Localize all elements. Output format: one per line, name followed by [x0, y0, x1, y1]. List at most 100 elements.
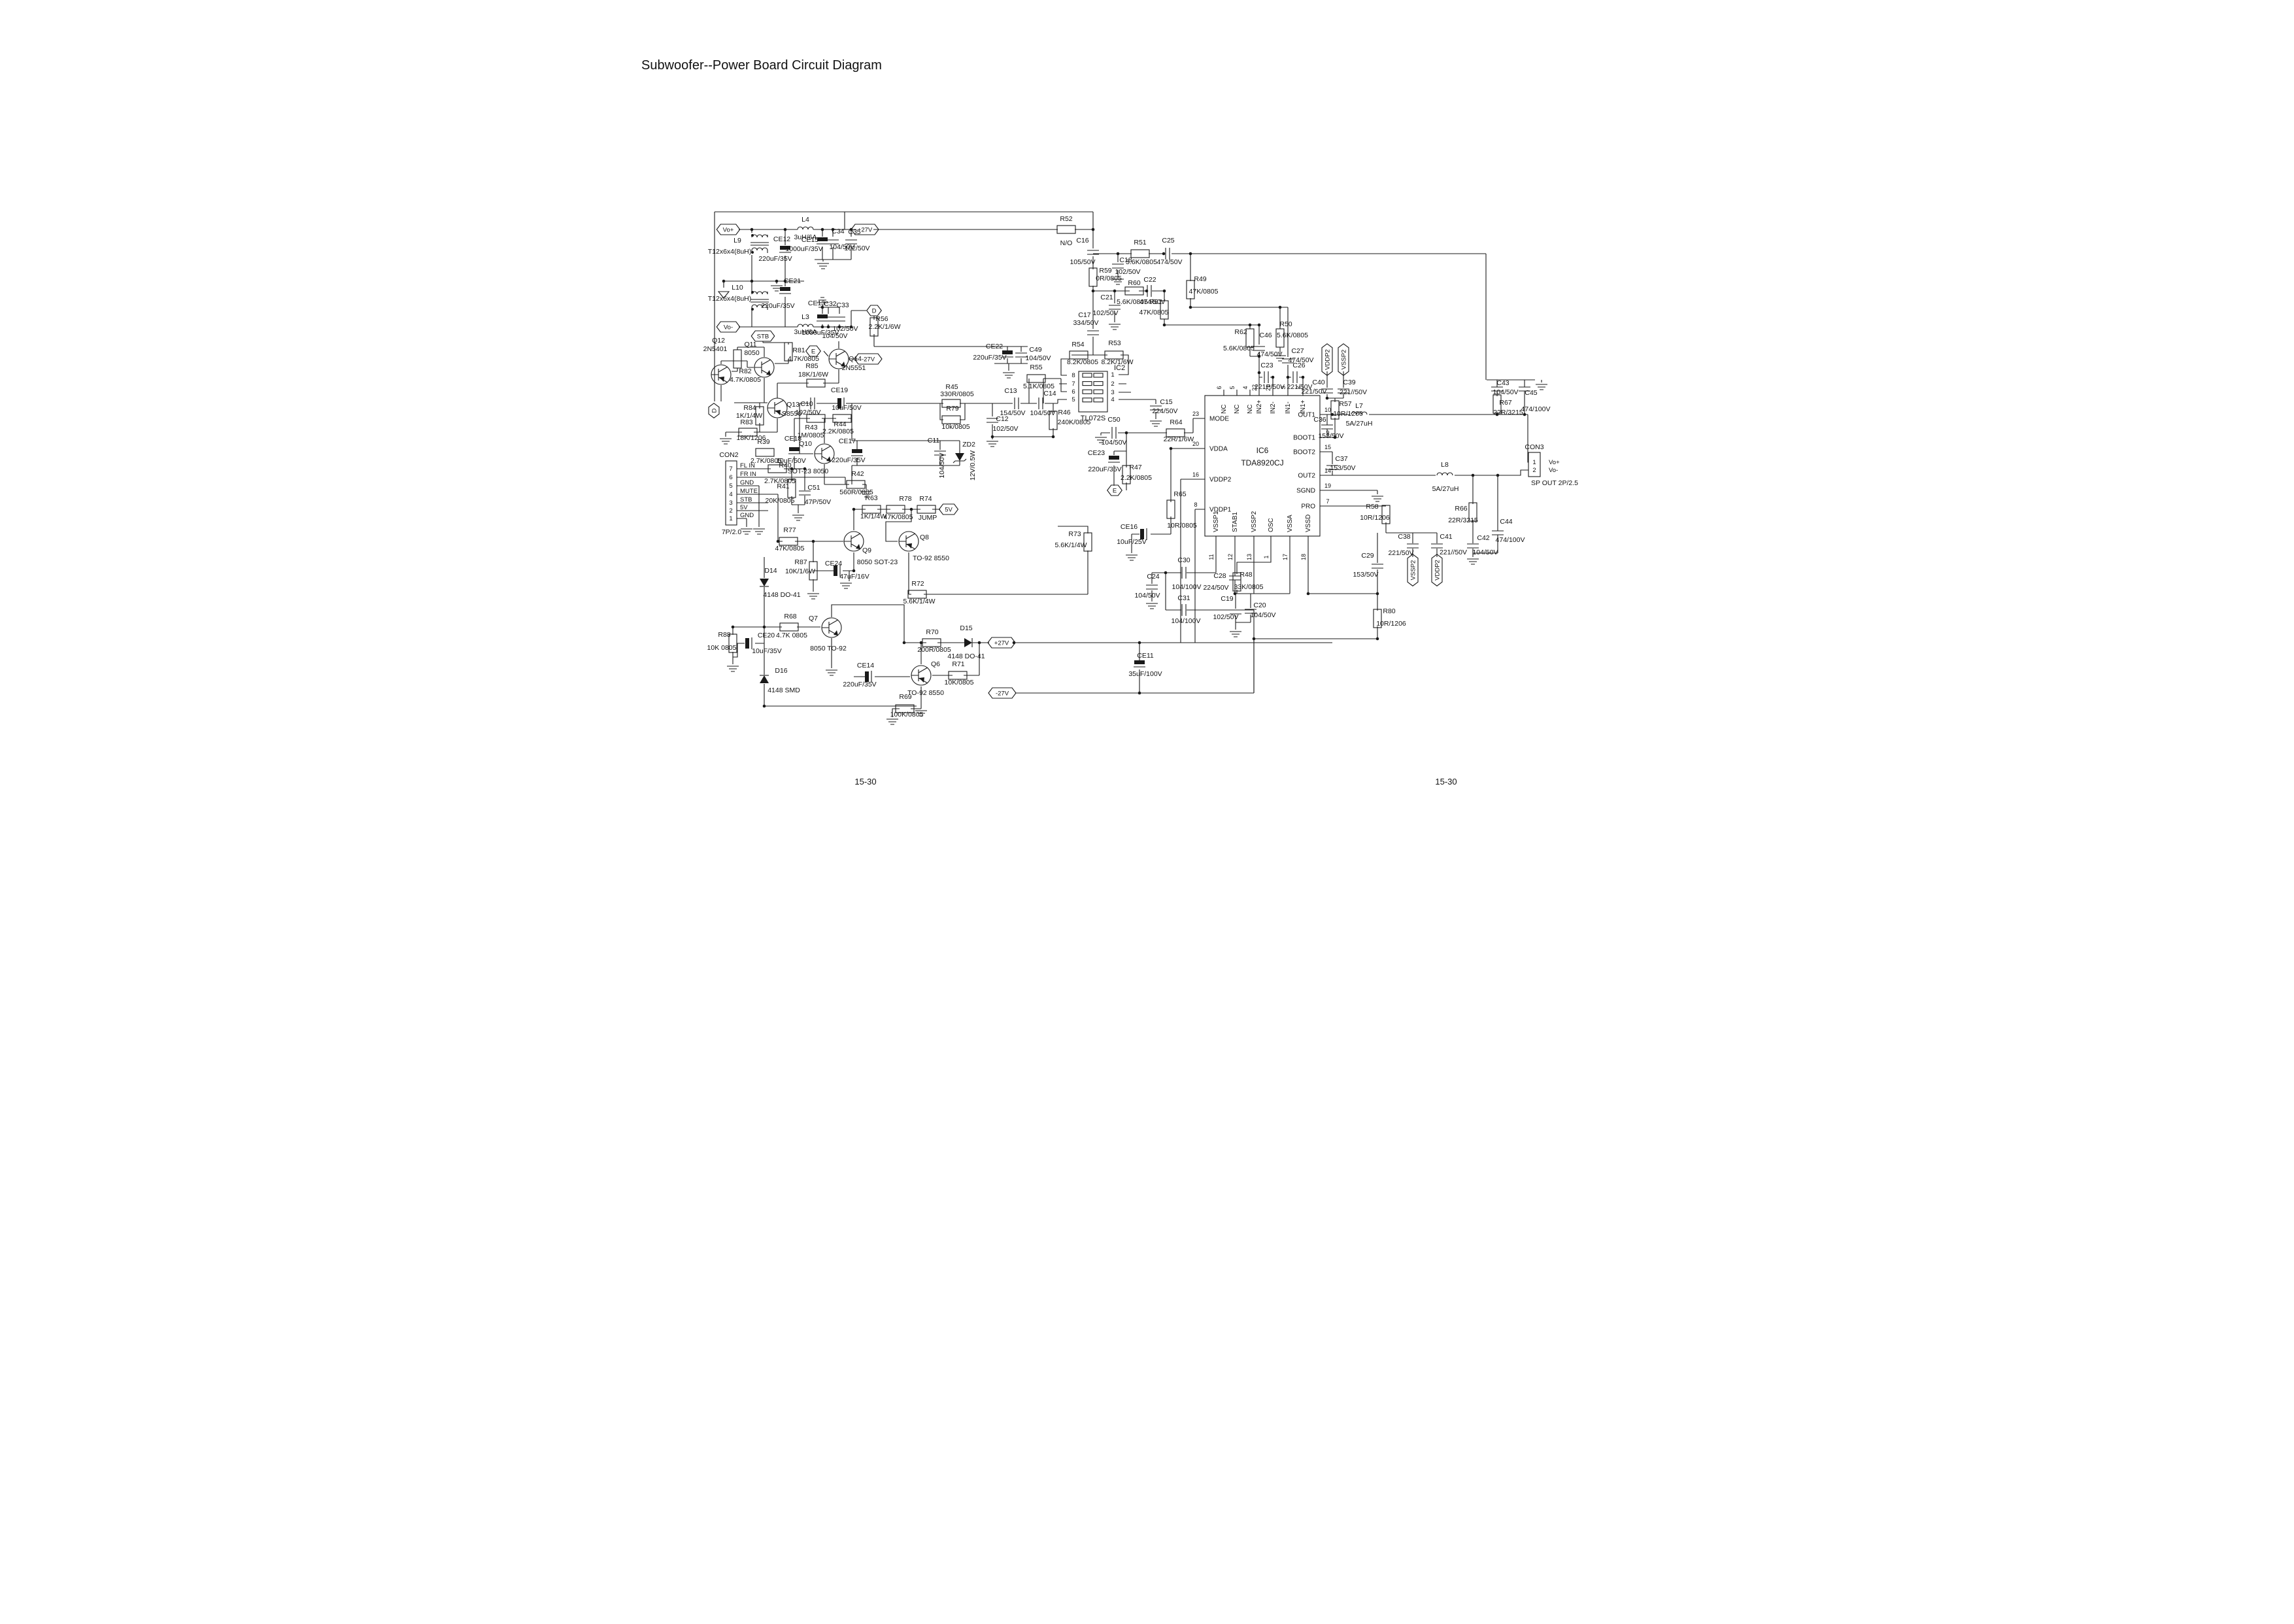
- component-value: 221//50V: [1439, 549, 1466, 556]
- resistor-icon: [1381, 505, 1391, 524]
- component-value: 3uH/6A: [794, 328, 817, 336]
- ic2-contact: [1092, 373, 1104, 378]
- transformer-icon: [750, 242, 769, 246]
- resistor-icon: [832, 414, 852, 423]
- component-value: 5A/27uH: [1345, 420, 1372, 428]
- component-value: 12V/0.5W: [969, 450, 977, 481]
- component-ref: C34: [832, 228, 844, 235]
- net-flag-outline: [1406, 554, 1419, 586]
- component-value: 4148 DO-41: [763, 591, 800, 599]
- junction-dot: [837, 325, 841, 329]
- component-value: 474/100V: [1521, 405, 1550, 413]
- ic6-pin-number: 14: [1324, 467, 1330, 474]
- component-ref: R88: [718, 631, 730, 639]
- ic6-pin-label: BOOT1: [1293, 435, 1315, 442]
- component-value: 47K/0805: [1139, 309, 1168, 316]
- component-ref: R45: [945, 383, 958, 391]
- component-value: T12x6x4(8uH): [707, 295, 751, 303]
- component-value: 104/50V: [938, 452, 946, 478]
- component-ref: Q13: [786, 401, 800, 409]
- ic6-pin-number: 5: [1229, 386, 1236, 389]
- component-ref: R49: [1194, 275, 1206, 283]
- junction-dot: [852, 569, 855, 573]
- ecap-icon: [837, 398, 841, 409]
- ic6-pin-number: 2: [1295, 386, 1302, 389]
- capacitor-icon: [1321, 388, 1333, 394]
- resistor-icon: [1026, 374, 1046, 383]
- junction-dot: [1496, 473, 1499, 477]
- component-value: 18K/1206: [736, 434, 766, 442]
- ic6-pin-label: IN1-: [1285, 401, 1292, 414]
- net-flag-outline: [938, 503, 958, 515]
- net-flag-outline: [1106, 484, 1122, 496]
- net-flag-outline: [1321, 343, 1333, 376]
- net-flag-outline: [751, 330, 775, 342]
- con2-pin-name: GND: [740, 479, 754, 486]
- transistor-icon: [814, 445, 831, 462]
- component-ref: R58: [1366, 503, 1378, 511]
- con2-pin-number: 7: [729, 465, 732, 473]
- capacitor-icon: [1281, 358, 1294, 364]
- inductor-icon: [1350, 411, 1368, 415]
- ic6-pin-number: 22: [1251, 384, 1258, 391]
- capacitor-icon: [1037, 398, 1043, 409]
- emitter-arrow-icon: [775, 410, 781, 415]
- capacitor-icon: [1145, 584, 1158, 590]
- component-ref: R51: [1134, 239, 1146, 246]
- junction-dot: [1248, 323, 1251, 327]
- junction-dot: [1252, 637, 1255, 641]
- capacitor-icon: [845, 239, 857, 245]
- resistor-icon: [754, 406, 764, 426]
- con2-sub: 7P/2.0: [721, 528, 741, 536]
- component-ref: C33: [836, 301, 849, 309]
- ecap-icon: [779, 287, 790, 291]
- ic2-pin-number: 1: [1111, 371, 1114, 379]
- ic2-pin-number: 7: [1071, 381, 1075, 388]
- ic2-contact: [1092, 398, 1104, 403]
- emitter-arrow-icon: [826, 456, 831, 462]
- transformer-icon: [751, 235, 768, 253]
- component-ref: R40: [779, 462, 791, 469]
- component-value: 5.6K/0805: [1126, 258, 1157, 266]
- component-ref: R69: [899, 693, 911, 701]
- component-value: 3uH/6A: [794, 233, 817, 241]
- net-flag-outline: [866, 305, 882, 316]
- zener-icon: [953, 458, 966, 464]
- component-value: 47K/0805: [1189, 288, 1218, 296]
- net-flag-label: E: [1112, 488, 1116, 495]
- capacitor-icon: [833, 316, 845, 322]
- ground-icon: [817, 263, 829, 269]
- junction-dot: [762, 625, 766, 629]
- component-ref: Q7: [808, 615, 817, 622]
- ground-icon: [740, 528, 752, 535]
- capacitor-icon: [1087, 250, 1099, 255]
- ic6-pin-number: 19: [1324, 482, 1330, 489]
- component-ref: C41: [1440, 533, 1452, 541]
- resistor-icon: [1372, 609, 1382, 628]
- ic6-pin-number: 23: [1192, 411, 1198, 417]
- net-flag-label: -27V: [995, 690, 1009, 698]
- ic6-pin-number: 1: [1263, 555, 1270, 558]
- transformer-icon: [751, 247, 768, 251]
- component-value: 47P/50V: [804, 498, 830, 506]
- net-flag-label: VSSP2: [1409, 560, 1417, 581]
- resistor-icon: [779, 622, 799, 632]
- component-value: 8050: [744, 349, 760, 357]
- component-ref: CE17: [838, 437, 855, 445]
- transformer-icon: [751, 304, 768, 308]
- emitter-arrow-icon: [840, 362, 845, 367]
- component-value: 2N5551: [841, 364, 866, 372]
- junction-dot: [1271, 375, 1274, 379]
- ic2-contact: [1092, 381, 1104, 386]
- con2-pin-number: 2: [729, 507, 732, 515]
- junction-dot: [1471, 473, 1474, 477]
- ground-icon: [1108, 324, 1121, 330]
- component-ref: Q14: [849, 355, 862, 363]
- ic6-pin-label: NC: [1221, 405, 1228, 414]
- con3-sub: SP OUT 2P/2.5: [1531, 479, 1578, 487]
- ic6-pin-label: OUT1: [1298, 412, 1315, 419]
- net-flag: E: [1106, 484, 1122, 496]
- component-value: 102/50V: [992, 425, 1018, 433]
- component-ref: R48: [1240, 571, 1252, 579]
- component-ref: R39: [757, 438, 769, 446]
